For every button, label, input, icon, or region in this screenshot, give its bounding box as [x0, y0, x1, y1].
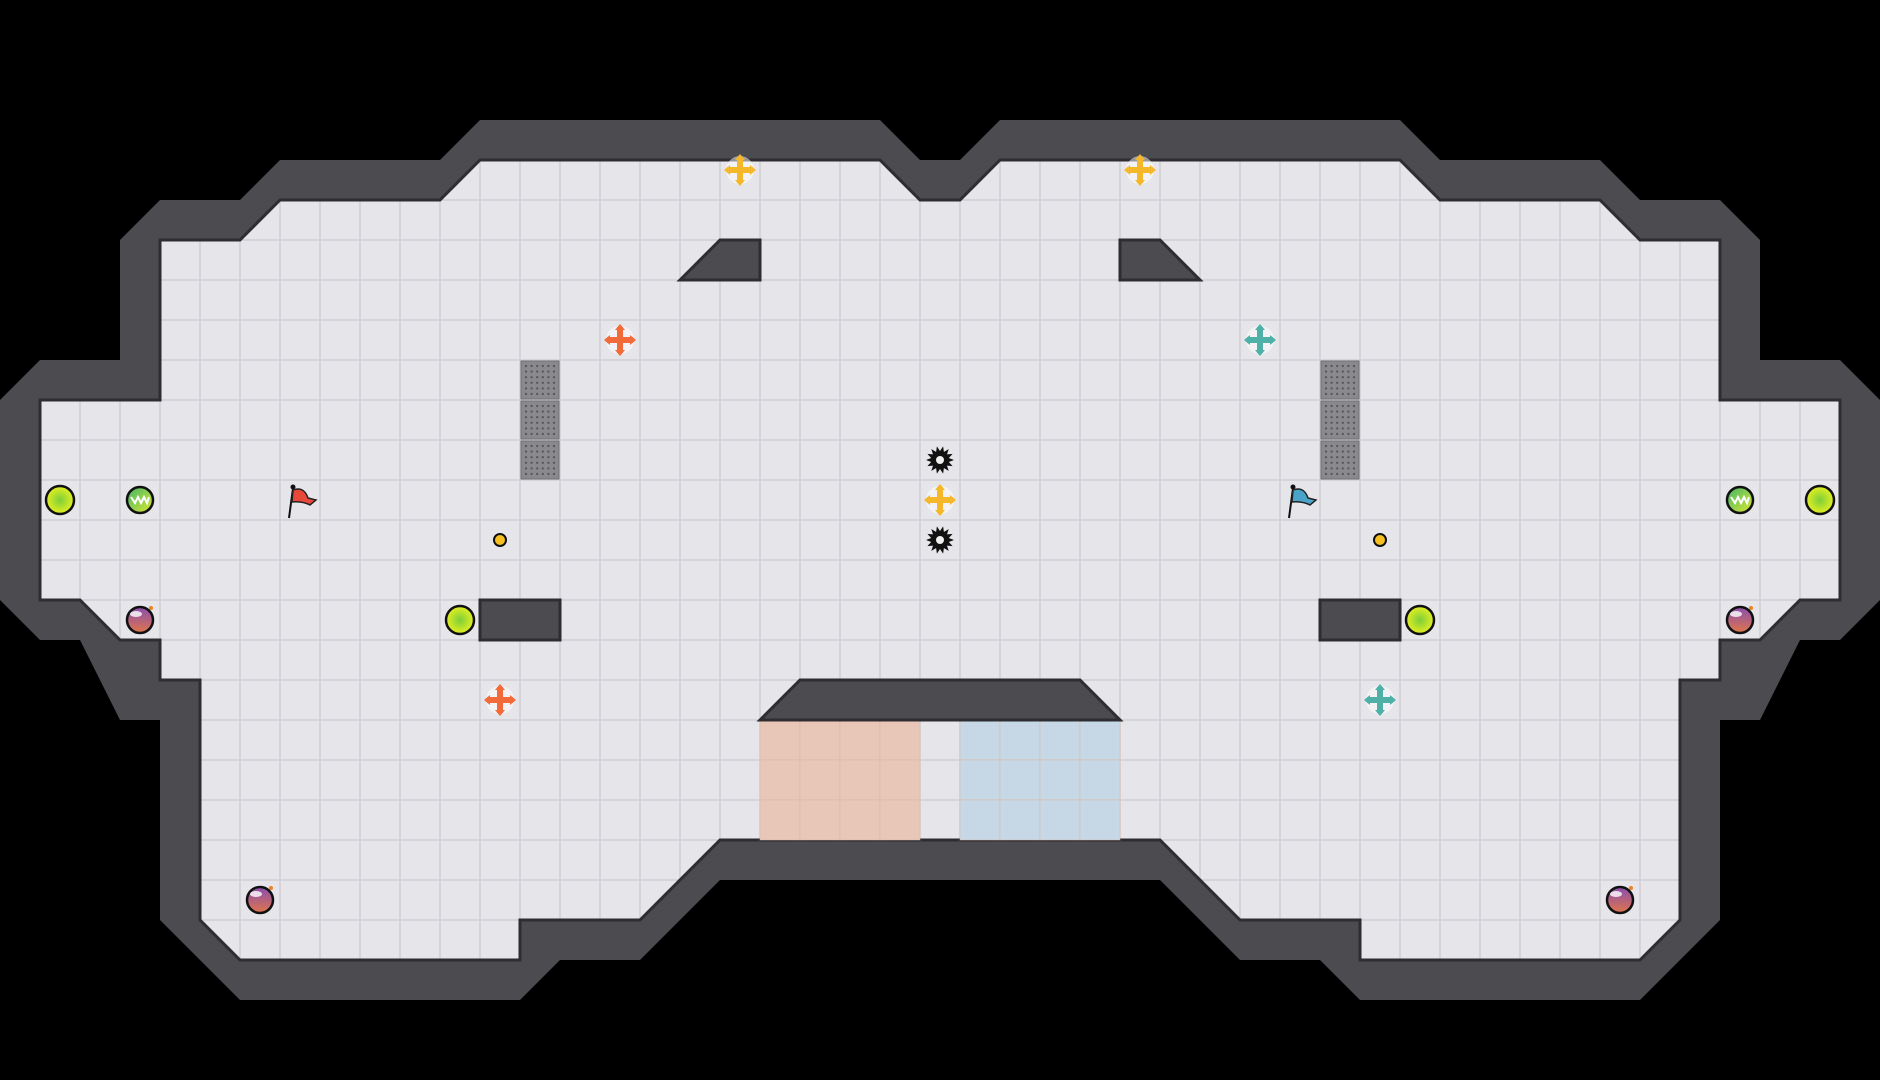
portal-icon: [1804, 484, 1836, 516]
red-endzone: [839, 799, 881, 841]
red-boost-icon: [484, 684, 516, 716]
bomb-icon: [1725, 605, 1755, 635]
gate-tile: [1320, 400, 1360, 440]
wall-block: [1318, 598, 1402, 642]
gate-tile: [1320, 440, 1360, 480]
spike-icon: [926, 526, 954, 554]
blue-endzone: [999, 719, 1041, 761]
gate-tile: [1320, 360, 1360, 400]
wall-block: [756, 678, 1124, 722]
neutral-boost-icon: [724, 154, 756, 186]
red-endzone: [839, 719, 881, 761]
powerup-icon: [1725, 485, 1755, 515]
blue-boost-icon: [1244, 324, 1276, 356]
button-icon: [493, 533, 507, 547]
red-endzone: [879, 759, 921, 801]
button-icon: [1373, 533, 1387, 547]
red-boost-icon: [604, 324, 636, 356]
gate-tile: [520, 440, 560, 480]
gate-tile: [520, 400, 560, 440]
blue-flag-icon: [1288, 484, 1318, 519]
blue-endzone: [1039, 759, 1081, 801]
bomb-icon: [125, 605, 155, 635]
red-endzone: [879, 719, 921, 761]
blue-endzone: [959, 719, 1001, 761]
portal-icon: [444, 604, 476, 636]
floor: [38, 158, 1842, 962]
blue-endzone: [1079, 719, 1121, 761]
red-endzone: [839, 759, 881, 801]
red-endzone: [759, 719, 801, 761]
red-endzone: [799, 799, 841, 841]
red-flag-icon: [288, 484, 318, 519]
blue-endzone: [999, 799, 1041, 841]
red-endzone: [799, 719, 841, 761]
blue-endzone: [1039, 799, 1081, 841]
portal-icon: [44, 484, 76, 516]
blue-endzone: [1079, 799, 1121, 841]
powerup-icon: [125, 485, 155, 515]
neutral-boost-icon: [1124, 154, 1156, 186]
bomb-icon: [1605, 885, 1635, 915]
spike-icon: [926, 446, 954, 474]
red-endzone: [799, 759, 841, 801]
blue-endzone: [959, 759, 1001, 801]
red-endzone: [759, 799, 801, 841]
portal-icon: [1404, 604, 1436, 636]
neutral-boost-icon: [924, 484, 956, 516]
blue-endzone: [1039, 719, 1081, 761]
blue-boost-icon: [1364, 684, 1396, 716]
blue-endzone: [959, 799, 1001, 841]
red-endzone: [879, 799, 921, 841]
blue-endzone: [1079, 759, 1121, 801]
gate-tile: [520, 360, 560, 400]
bomb-icon: [245, 885, 275, 915]
red-endzone: [759, 759, 801, 801]
wall-block: [1118, 238, 1204, 282]
wall-block: [478, 598, 562, 642]
wall-block: [676, 238, 762, 282]
blue-endzone: [999, 759, 1041, 801]
